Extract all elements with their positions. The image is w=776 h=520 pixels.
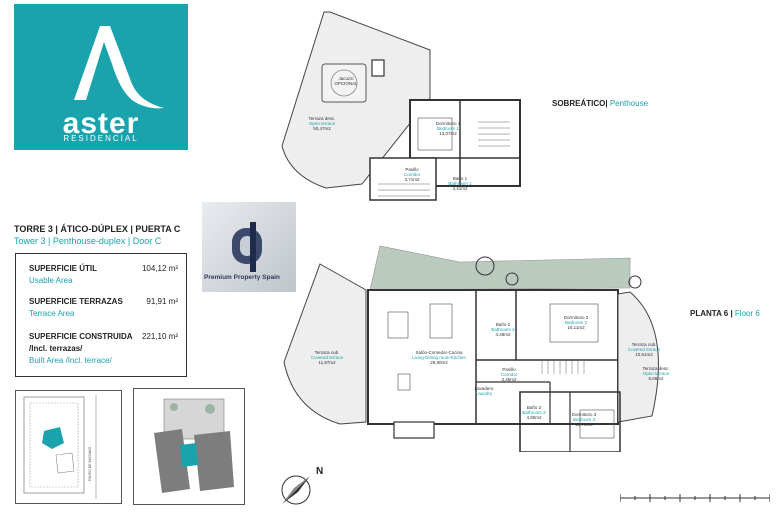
built-area-label-en: Built Area /Incl. terrace/ — [29, 356, 112, 365]
terrace-area-label-en: Terrace Area — [29, 309, 75, 318]
room-es: Salón-Comedor-Cocina — [415, 350, 463, 355]
room-area: 50,47m2 — [313, 126, 331, 132]
room-area: 16,11m2 — [567, 325, 585, 331]
usable-area-value: 104,12 m² — [141, 264, 178, 273]
room-bathroom-2a: Baño 2 Bathroom 2 4,48m2 — [486, 322, 520, 338]
unit-title-es: TORRE 3 | ÁTICO-DÚPLEX | PUERTA C — [14, 224, 181, 234]
room-es: Terraza cub. — [314, 350, 340, 355]
unit-title-en: Tower 3 | Penthouse-duplex | Door C — [14, 236, 162, 246]
terrace-area-value: 91,91 m² — [146, 297, 178, 306]
room-en: Living-Dining room-Kitchen — [411, 355, 467, 361]
room-en: Corridor — [403, 172, 421, 178]
upper-level-en: Penthouse — [609, 99, 649, 108]
penthouse-plan — [281, 11, 521, 201]
room-es: Terraza desc. — [642, 366, 670, 371]
upper-level-es: SOBREÁTICO| — [552, 99, 608, 108]
built-area-label-2: /Incl. terrazas/ — [29, 344, 83, 353]
room-en: Laundry — [475, 391, 493, 397]
room-area: 4,41m2 — [452, 186, 468, 192]
room-en: OPCIONAL — [334, 81, 358, 87]
lower-level-es: PLANTA 6 | — [690, 309, 733, 318]
room-en: Covered terrace — [310, 355, 344, 361]
site-keyplan: PASEO DE MOSANO — [15, 390, 122, 504]
room-area: 10,61m2 — [635, 352, 653, 358]
room-area: 13,07m2 — [439, 131, 457, 137]
aster-logo-mark — [74, 26, 164, 109]
room-area: 29,80m2 — [430, 360, 448, 366]
room-es: Dormitorio 2 — [563, 315, 589, 320]
lower-level-en: Floor 6 — [734, 309, 760, 318]
floor-keyplan — [133, 388, 245, 505]
north-label: N — [316, 466, 324, 477]
room-open-terrace-upper: Terraza desc. Open terrace 50,47m2 — [302, 116, 342, 132]
room-corridor-lower: Pasillo Corridor 3,45m2 — [492, 367, 526, 383]
room-area: 3,45m2 — [501, 377, 517, 383]
floor-6-plan — [283, 245, 659, 452]
room-es: Pasillo — [405, 167, 419, 172]
room-covered-terrace-right: Terraza cub. Covered terrace 10,61m2 — [622, 342, 666, 358]
upper-level-label: SOBREÁTICO| Penthouse — [552, 99, 648, 108]
keyplan-street: PASEO DE MOSANO — [88, 446, 92, 481]
room-es: Baño 1 — [452, 176, 468, 181]
room-jacuzzi: Jacuzzi OPCIONAL — [326, 76, 366, 86]
room-en: Corridor — [500, 372, 518, 378]
room-area: 13,78m2 — [575, 422, 593, 428]
watermark-brand: Premium Property Spain — [204, 274, 280, 281]
room-es: Baño 2 — [495, 322, 511, 327]
room-living-dining-kitchen: Salón-Comedor-Cocina Living-Dining room-… — [410, 350, 468, 366]
room-en: Open terrace — [642, 371, 670, 377]
lower-level-label: PLANTA 6 | Floor 6 — [690, 309, 760, 318]
room-bedroom-2: Dormitorio 2 Bedroom 2 16,11m2 — [556, 315, 596, 331]
compass-icon — [281, 475, 311, 505]
logo-name: aster — [62, 107, 140, 140]
room-es: Pasillo — [502, 367, 516, 372]
room-covered-terrace-left: Terraza cub. Covered terrace 11,87m2 — [306, 350, 348, 366]
jacuzzi-icon — [321, 63, 367, 103]
room-bedroom-3: Dormitorio 3 Bedroom 3 13,78m2 — [564, 412, 604, 428]
room-es: Lavadero — [474, 386, 494, 391]
room-bathroom-2b: Baño 2 Bathroom 2 4,80m2 — [517, 405, 551, 421]
room-bathroom-1: Baño 1 Bathroom 1 4,41m2 — [440, 176, 480, 192]
room-es: Dormitorio 3 — [571, 412, 597, 417]
room-en: Bathroom 1 — [448, 181, 472, 187]
room-en: Open terrace — [308, 121, 336, 127]
room-es: Terraza desc. — [308, 116, 336, 121]
pp-mark-icon — [232, 222, 262, 272]
watermark-logo: Premium Property Spain — [202, 202, 296, 292]
room-en: Bedroom 2 — [564, 320, 587, 326]
room-laundry: Lavadero Laundry — [466, 386, 502, 396]
room-open-terrace-lower: Terraza desc. Open terrace 6,66m2 — [636, 366, 676, 382]
room-corridor-upper: Pasillo Corridor 3,71m2 — [392, 167, 432, 183]
room-es: Dormitorio 1 — [435, 121, 461, 126]
room-area: 11,87m2 — [318, 360, 336, 366]
room-area: 6,66m2 — [648, 376, 664, 382]
room-area: 4,48m2 — [495, 332, 511, 338]
scale-bar — [620, 494, 770, 502]
room-en: Bedroom 3 — [572, 417, 595, 423]
usable-area-label: SUPERFICIE ÚTIL — [29, 264, 98, 273]
usable-area-label-en: Usable Area — [29, 276, 73, 285]
built-area-value: 221,10 m² — [141, 332, 178, 341]
site-keyplan-drawing — [23, 395, 97, 499]
room-en: Covered terrace — [627, 347, 661, 353]
room-en: Bathroom 2 — [491, 327, 515, 333]
room-es: Jacuzzi — [338, 76, 354, 81]
logo-subtitle: RESIDENCIAL — [63, 134, 139, 143]
floor-keyplan-drawing — [154, 398, 234, 493]
room-en: Bathroom 2 — [522, 410, 546, 416]
room-es: Baño 2 — [526, 405, 542, 410]
room-en: Bedroom 1 — [436, 126, 459, 132]
room-area: 4,80m2 — [526, 415, 542, 421]
room-area: 3,71m2 — [404, 177, 420, 183]
area-summary: SUPERFICIE ÚTIL Usable Area 104,12 m² SU… — [15, 253, 187, 377]
room-bedroom-1: Dormitorio 1 Bedroom 1 13,07m2 — [428, 121, 468, 137]
terrace-area-label: SUPERFICIE TERRAZAS — [29, 297, 123, 306]
aster-logo: aster RESIDENCIAL — [14, 4, 188, 150]
built-area-label: SUPERFICIE CONSTRUIDA — [29, 332, 133, 341]
room-es: Terraza cub. — [631, 342, 657, 347]
